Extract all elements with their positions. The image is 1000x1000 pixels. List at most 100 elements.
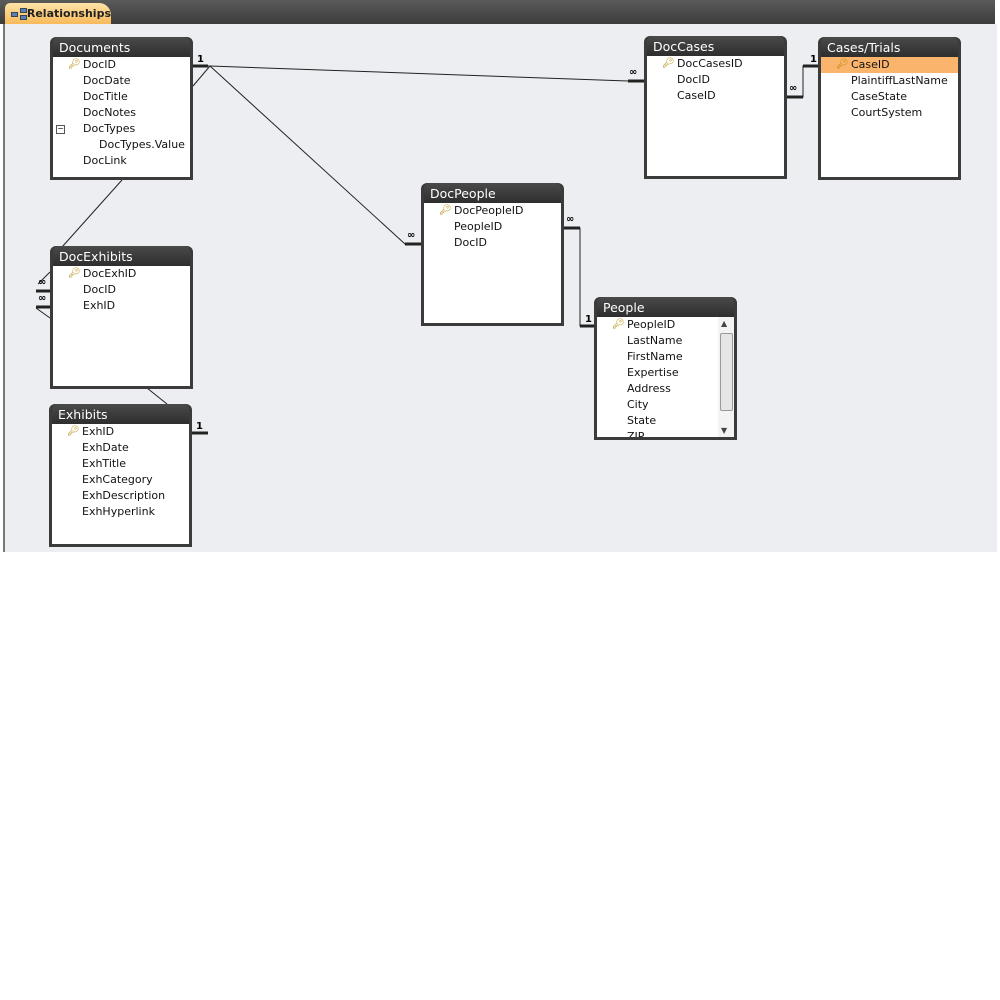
scroll-thumb[interactable] — [720, 333, 733, 411]
field-label: ZIP — [627, 430, 645, 437]
field-exhdate[interactable]: ExhDate — [52, 440, 189, 456]
field-label: CaseState — [851, 90, 908, 103]
field-label: PeopleID — [454, 220, 503, 233]
field-docexhid[interactable]: 🔑︎DocExhID — [53, 266, 190, 282]
field-exhtitle[interactable]: ExhTitle — [52, 456, 189, 472]
field-label: FirstName — [627, 350, 683, 363]
rel-documents-doccases[interactable] — [193, 64, 644, 83]
field-label: State — [627, 414, 657, 427]
field-courtsystem[interactable]: CourtSystem — [821, 105, 958, 121]
field-docid[interactable]: DocID — [647, 72, 784, 88]
field-city[interactable]: City — [597, 397, 734, 413]
field-label: Expertise — [627, 366, 679, 379]
field-label: DocLink — [83, 154, 127, 167]
field-peopleid[interactable]: PeopleID — [424, 219, 561, 235]
collapse-icon[interactable]: − — [56, 124, 65, 134]
field-peopleid[interactable]: 🔑︎PeopleID — [597, 317, 734, 333]
primary-key-icon: 🔑︎ — [612, 319, 625, 330]
tab-relationships[interactable]: Relationships — [5, 3, 111, 24]
field-label: Address — [627, 382, 671, 395]
field-docid[interactable]: DocID — [53, 282, 190, 298]
field-docpeopleid[interactable]: 🔑︎DocPeopleID — [424, 203, 561, 219]
field-label: DocExhID — [83, 267, 137, 280]
field-caseid[interactable]: CaseID — [647, 88, 784, 104]
field-docdate[interactable]: DocDate — [53, 73, 190, 89]
field-exhdescription[interactable]: ExhDescription — [52, 488, 189, 504]
field-label: CaseID — [851, 58, 890, 71]
table-title[interactable]: DocCases — [647, 36, 784, 56]
field-doctypes-value[interactable]: DocTypes.Value — [53, 137, 190, 153]
field-docid[interactable]: 🔑︎DocID — [53, 57, 190, 73]
primary-key-icon: 🔑︎ — [439, 205, 452, 216]
primary-key-icon: 🔑︎ — [836, 59, 849, 70]
field-exhhyperlink[interactable]: ExhHyperlink — [52, 504, 189, 520]
field-label: DocTypes — [83, 122, 136, 135]
scroll-down-icon[interactable]: ▼ — [721, 426, 728, 435]
cardinality-many: ∞ — [566, 214, 575, 225]
cardinality-one: 1 — [196, 421, 203, 432]
primary-key-icon: 🔑︎ — [662, 58, 675, 69]
primary-key-icon: 🔑︎ — [68, 59, 81, 70]
field-state[interactable]: State — [597, 413, 734, 429]
rel-documents-docpeople[interactable] — [192, 65, 421, 246]
primary-key-icon: 🔑︎ — [67, 426, 80, 437]
field-exhid[interactable]: 🔑︎ExhID — [52, 424, 189, 440]
table-title[interactable]: Documents — [53, 37, 190, 57]
field-label: PlaintiffLastName — [851, 74, 948, 87]
field-label: ExhCategory — [82, 473, 153, 486]
vertical-scrollbar[interactable]: ▲▼ — [718, 317, 734, 437]
rel-exhibits-docexhibits[interactable] — [146, 387, 208, 435]
field-label: ExhDate — [82, 441, 129, 454]
field-label: DocID — [677, 73, 710, 86]
relationship-lines — [35, 64, 818, 435]
primary-key-icon: 🔑︎ — [68, 268, 81, 279]
field-exhcategory[interactable]: ExhCategory — [52, 472, 189, 488]
table-title[interactable]: DocPeople — [424, 183, 561, 203]
field-docnotes[interactable]: DocNotes — [53, 105, 190, 121]
relationships-icon — [11, 7, 27, 20]
rel-doccases-cases[interactable] — [787, 64, 818, 99]
field-doctitle[interactable]: DocTitle — [53, 89, 190, 105]
cardinality-many: ∞ — [38, 293, 47, 304]
field-lastname[interactable]: LastName — [597, 333, 734, 349]
field-doccasesid[interactable]: 🔑︎DocCasesID — [647, 56, 784, 72]
rel-documents-docexhibits[interactable] — [35, 179, 123, 319]
scroll-up-icon[interactable]: ▲ — [721, 319, 728, 328]
table-title[interactable]: Exhibits — [52, 404, 189, 424]
field-exhid[interactable]: ExhID — [53, 298, 190, 314]
document-tab-bar — [0, 0, 995, 24]
field-firstname[interactable]: FirstName — [597, 349, 734, 365]
field-label: DocCasesID — [677, 57, 743, 70]
rel-docpeople-people[interactable] — [564, 226, 594, 328]
table-title[interactable]: People — [597, 297, 734, 317]
tab-label: Relationships — [26, 7, 111, 20]
field-address[interactable]: Address — [597, 381, 734, 397]
cardinality-many: ∞ — [789, 83, 798, 94]
field-caseid[interactable]: 🔑︎CaseID — [821, 57, 958, 73]
field-doclink[interactable]: DocLink — [53, 153, 190, 169]
table-title[interactable]: DocExhibits — [53, 246, 190, 266]
table-title[interactable]: Cases/Trials — [821, 37, 958, 57]
field-docid[interactable]: DocID — [424, 235, 561, 251]
field-casestate[interactable]: CaseState — [821, 89, 958, 105]
field-label: ExhID — [83, 299, 116, 312]
field-zip[interactable]: ZIP — [597, 429, 734, 437]
field-label: DocID — [83, 58, 116, 71]
field-expertise[interactable]: Expertise — [597, 365, 734, 381]
field-label: ExhDescription — [82, 489, 166, 502]
field-doctypes[interactable]: − DocTypes — [53, 121, 190, 137]
cardinality-many: ∞ — [38, 277, 47, 288]
field-label: ExhTitle — [82, 457, 127, 470]
field-plaintifflastname[interactable]: PlaintiffLastName — [821, 73, 958, 89]
cardinality-many: ∞ — [407, 230, 416, 241]
